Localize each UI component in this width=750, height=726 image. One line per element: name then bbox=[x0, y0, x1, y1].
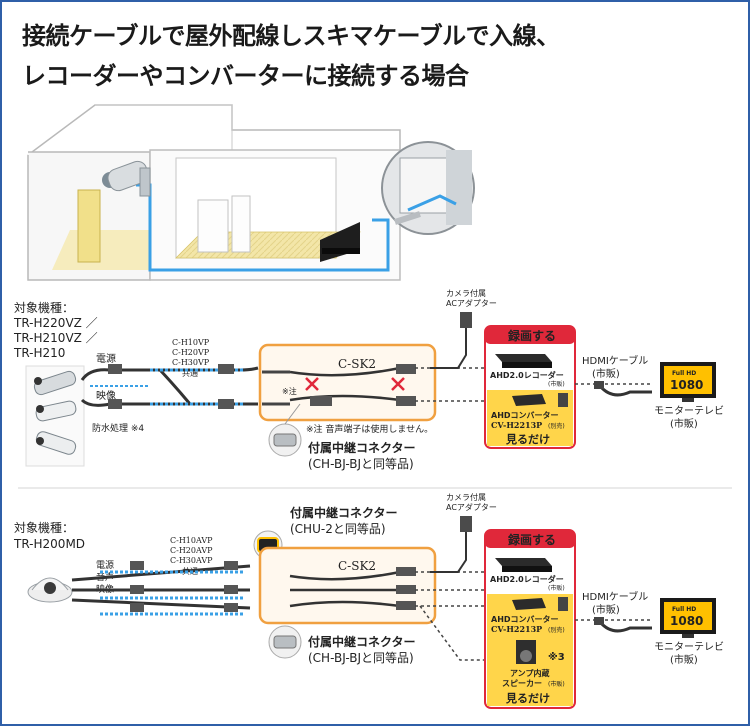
note-text-1: ※注 音声端子は使用しません。 bbox=[306, 423, 433, 435]
converter-label-1: AHDコンバーター bbox=[491, 410, 559, 420]
adapter-label-1b: ACアダプター bbox=[446, 298, 497, 308]
tv-label-2b: (市販) bbox=[670, 653, 698, 666]
converter-model-2: CV-H2213P bbox=[491, 624, 542, 634]
model-1a: TR-H220VZ ／ bbox=[13, 316, 98, 330]
adapter-label-2b: ACアダプター bbox=[446, 502, 497, 512]
tv-screen-1a: Full HD bbox=[672, 370, 696, 377]
model-1b: TR-H210VZ ／ bbox=[13, 331, 98, 345]
diagram-1: 対象機種： TR-H220VZ ／ TR-H210VZ ／ TR-H210 電源… bbox=[13, 288, 724, 471]
model-2a: TR-H200MD bbox=[13, 537, 85, 551]
amp-label-a: アンプ内蔵 bbox=[510, 668, 549, 678]
adapter-label-1a: カメラ付属 bbox=[446, 288, 486, 298]
page-title-line1: 接続ケーブルで屋外配線しスキマケーブルで入線、 bbox=[22, 22, 560, 50]
converter-model-1: CV-H2213P bbox=[491, 420, 542, 430]
power-label-1: 電源 bbox=[96, 352, 116, 365]
view-only-1: 見るだけ bbox=[505, 433, 550, 446]
relay-title-1: 付属中継コネクター bbox=[308, 440, 416, 455]
relay-sub-1: (CH-BJ-BJと同等品) bbox=[308, 457, 414, 471]
cable-model-1c: C-H30VP bbox=[172, 358, 210, 367]
csk2-label-2: C-SK2 bbox=[338, 559, 376, 573]
target-label-1: 対象機種： bbox=[14, 300, 74, 315]
recorder-label-2: AHD2.0レコーダー bbox=[490, 574, 564, 584]
diagram-2: 対象機種： TR-H200MD 電源 音声 映像 C-H10AVP C-H20A… bbox=[13, 492, 724, 709]
bullet-camera-icon bbox=[102, 160, 151, 197]
hdmi-plug-icon bbox=[594, 617, 604, 625]
hdmi-plug-icon bbox=[594, 381, 604, 389]
power-label-2: 電源 bbox=[96, 560, 114, 571]
amp-tag: (市販) bbox=[548, 680, 565, 688]
tv-label-2a: モニターテレビ bbox=[654, 641, 724, 653]
cable-model-2c: C-H30AVP bbox=[170, 556, 213, 565]
converter-tag-2: (別売) bbox=[548, 626, 565, 634]
tv-screen-2b: 1080 bbox=[670, 614, 703, 628]
bullet-camera-icon bbox=[33, 370, 77, 455]
chu-title: 付属中継コネクター bbox=[290, 505, 398, 520]
tv-screen-1b: 1080 bbox=[670, 378, 703, 392]
ac-adapter-icon bbox=[460, 516, 472, 532]
ac-adapter-icon bbox=[460, 312, 472, 328]
hdmi-label-1a: HDMIケーブル bbox=[582, 354, 648, 367]
recorder-label-1: AHD2.0レコーダー bbox=[490, 370, 564, 380]
converter-icon bbox=[512, 598, 546, 610]
converter-tag-1: (別売) bbox=[548, 422, 565, 430]
rec-header-1: 録画する bbox=[508, 328, 556, 343]
converter-icon bbox=[512, 394, 546, 406]
tv-label-1b: (市販) bbox=[670, 417, 698, 430]
chu-sub: (CHU-2と同等品) bbox=[290, 522, 386, 536]
view-only-2: 見るだけ bbox=[505, 692, 550, 705]
page-title-line2: レコーダーやコンバーターに接続する場合 bbox=[22, 62, 469, 90]
window-gap-zoom bbox=[381, 141, 475, 235]
cable-model-1a: C-H10VP bbox=[172, 338, 210, 347]
waterproof-label: 防水処理 ※4 bbox=[92, 422, 144, 434]
cable-common-1: 共通 bbox=[182, 368, 198, 378]
recorder-tag-1: (市販) bbox=[548, 380, 565, 388]
csk2-label-1: C-SK2 bbox=[338, 357, 376, 371]
relay-sub-2: (CH-BJ-BJと同等品) bbox=[308, 651, 414, 665]
cable-model-1b: C-H20VP bbox=[172, 348, 210, 357]
monitor-tv-icon bbox=[660, 598, 716, 638]
recorder-icon bbox=[495, 354, 552, 362]
tv-label-1a: モニターテレビ bbox=[654, 405, 724, 417]
amp-label-b: スピーカー bbox=[502, 678, 542, 688]
monitor-tv-icon bbox=[660, 362, 716, 402]
house-illustration bbox=[27, 104, 475, 281]
target-label-2: 対象機種： bbox=[14, 520, 74, 535]
tv-screen-2a: Full HD bbox=[672, 606, 696, 613]
cable-model-2b: C-H20AVP bbox=[170, 546, 213, 555]
hdmi-label-2a: HDMIケーブル bbox=[582, 590, 648, 603]
recorder-tag-2: (市販) bbox=[548, 584, 565, 592]
note-mark-1: ※注 bbox=[282, 386, 297, 396]
rec-header-2: 録画する bbox=[508, 532, 556, 547]
hdmi-label-1b: (市販) bbox=[592, 367, 620, 380]
relay-connector-icon bbox=[273, 635, 297, 649]
converter-label-2: AHDコンバーター bbox=[491, 614, 559, 624]
dome-camera-icon bbox=[27, 577, 73, 603]
relay-title-2: 付属中継コネクター bbox=[308, 634, 416, 649]
relay-connector-icon bbox=[273, 433, 297, 447]
adapter-label-2a: カメラ付属 bbox=[446, 492, 486, 502]
amp-mark: ※3 bbox=[548, 651, 565, 663]
no-audio-x-icon bbox=[305, 377, 405, 391]
csk2-box-1 bbox=[258, 343, 437, 422]
model-1c: TR-H210 bbox=[13, 346, 65, 360]
recorder-icon bbox=[495, 558, 552, 566]
hdmi-label-2b: (市販) bbox=[592, 603, 620, 616]
cable-model-2a: C-H10AVP bbox=[170, 536, 213, 545]
